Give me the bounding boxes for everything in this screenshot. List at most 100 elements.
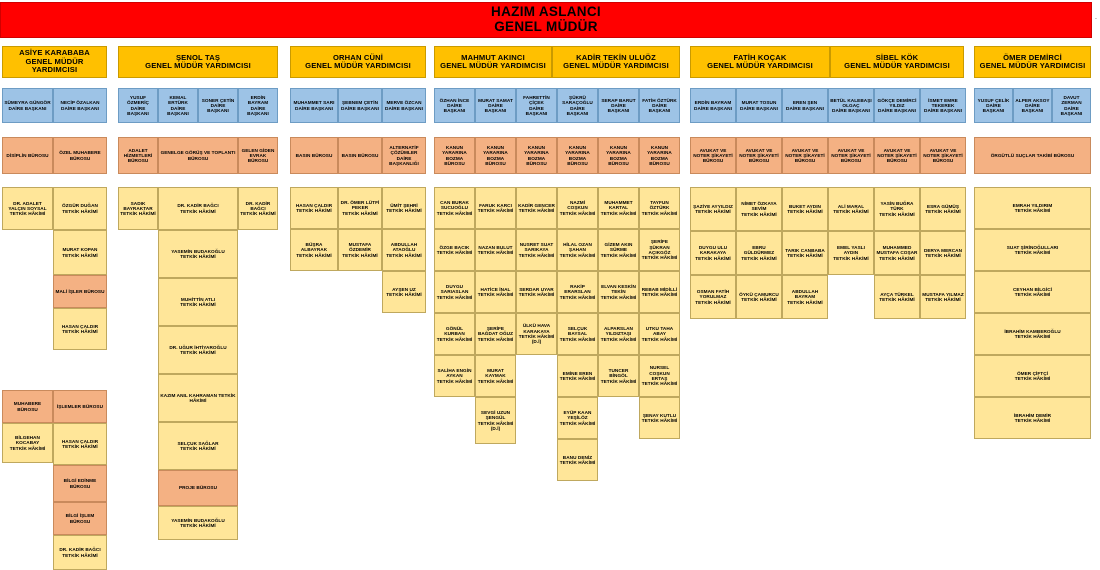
bureau-box-mali-i-ler-b-rosu[interactable]: MALİ İŞLER BÜROSU bbox=[53, 275, 107, 308]
bureau-box-bi-lgi-edi-nme-b-rosu[interactable]: BİLGİ EDİNME BÜROSU bbox=[53, 465, 107, 502]
bureau-box-muhabere-b-rosu[interactable]: MUHABERE BÜROSU bbox=[2, 390, 53, 423]
bureau-box-di-si-pli-n-b-rosu[interactable]: DİSİPLİN BÜROSU bbox=[2, 137, 53, 174]
bureau-box-gelen-gi-den-evrak-b-rosu[interactable]: GELEN GİDEN EVRAK BÜROSU bbox=[238, 137, 278, 174]
bureau-box-bi-lgi-i-lem-b-rosu[interactable]: BİLGİ İŞLEM BÜROSU bbox=[53, 502, 107, 535]
bureau-box-kanun-yararina-bozma-b-rosu[interactable]: KANUN YARARINA BOZMA BÜROSU bbox=[516, 137, 557, 174]
bureau-box-adalet-hi-zmetleri-b-rosu[interactable]: ADALET HİZMETLERİ BÜROSU bbox=[118, 137, 158, 174]
bureau-box-basin-b-rosu[interactable]: BASIN BÜROSU bbox=[290, 137, 338, 174]
bureau-box-avukat-ve-noter-i-kayeti-b-rosu[interactable]: AVUKAT VE NOTER ŞİKAYETİ BÜROSU bbox=[736, 137, 782, 174]
bureau-box-alternati-f-z-mler-dai-re-ba-kanli-i[interactable]: ALTERNATİF ÇÖZÜMLER DAİRE BAŞKANLIĞI bbox=[382, 137, 426, 174]
bureau-box-kanun-yararina-bozma-b-rosu[interactable]: KANUN YARARINA BOZMA BÜROSU bbox=[639, 137, 680, 174]
bureau-box-proje-b-rosu[interactable]: PROJE BÜROSU bbox=[158, 470, 238, 506]
bureau-box-rg-tl-su-lar-taki-bi-b-rosu[interactable]: ÖRGÜTLÜ SUÇLAR TAKİBİ BÜROSU bbox=[974, 137, 1091, 174]
bureau-box-avukat-ve-noter-i-kayeti-b-rosu[interactable]: AVUKAT VE NOTER ŞİKAYETİ BÜROSU bbox=[782, 137, 828, 174]
bureau-box-avukat-ve-noter-i-kayeti-b-rosu[interactable]: AVUKAT VE NOTER ŞİKAYETİ BÜROSU bbox=[828, 137, 874, 174]
bureau-box-kanun-yararina-bozma-b-rosu[interactable]: KANUN YARARINA BOZMA BÜROSU bbox=[434, 137, 475, 174]
bureau-box-genelge-g-r-ve-toplanti-b-rosu[interactable]: GENELGE GÖRÜŞ VE TOPLANTI BÜROSU bbox=[158, 137, 238, 174]
bureau-box-avukat-ve-noter-i-kayeti-b-rosu[interactable]: AVUKAT VE NOTER ŞİKAYETİ BÜROSU bbox=[920, 137, 966, 174]
judge-box-kazim-anil-kahraman-tetki-k-h-ki-mi[interactable]: KAZIM ANIL KAHRAMAN TETKİK HÂKİMİ bbox=[158, 374, 238, 422]
bureau-box-kanun-yararina-bozma-b-rosu[interactable]: KANUN YARARINA BOZMA BÜROSU bbox=[557, 137, 598, 174]
bureau-box-zel-muhabere-b-rosu[interactable]: ÖZEL MUHABERE BÜROSU bbox=[53, 137, 107, 174]
bureau-box-avukat-ve-noter-i-kayeti-b-rosu[interactable]: AVUKAT VE NOTER ŞİKAYETİ BÜROSU bbox=[874, 137, 920, 174]
